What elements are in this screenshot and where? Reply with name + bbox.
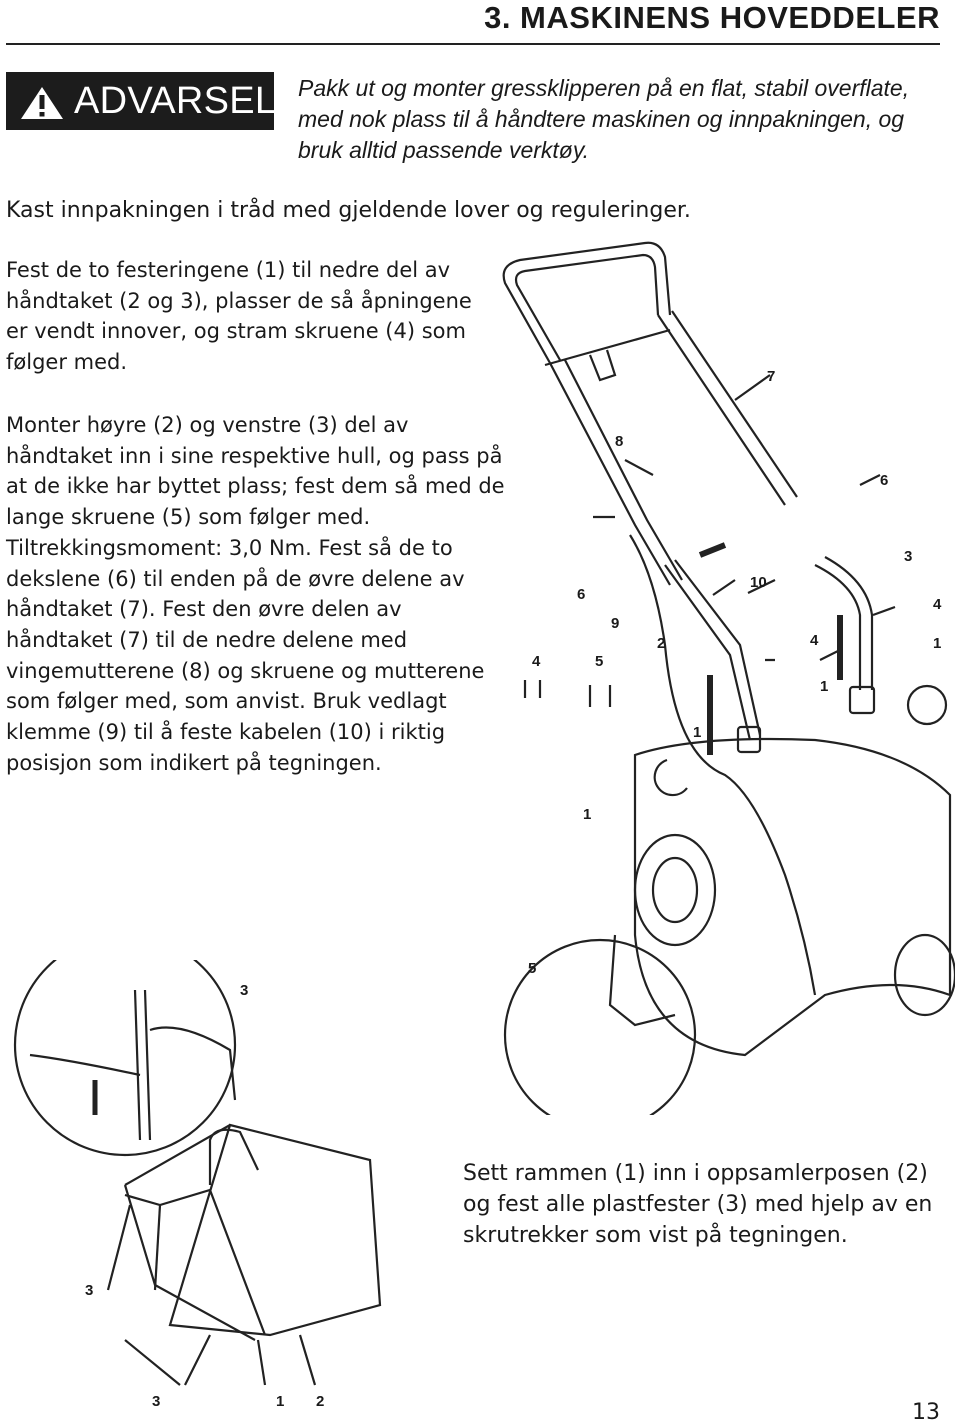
callout-4-right: 4 — [933, 596, 942, 613]
callout-5-magnifier: 5 — [528, 960, 536, 977]
bag-callout-3-left: 3 — [85, 1282, 93, 1299]
disposal-paragraph: Kast innpakningen i tråd med gjeldende l… — [6, 198, 691, 223]
warning-triangle-icon — [21, 87, 63, 119]
callout-3: 3 — [904, 548, 912, 565]
callout-5-left: 5 — [595, 653, 603, 670]
callout-1-lower: 1 — [693, 724, 701, 741]
rings-paragraph: Fest de to festeringene (1) til nedre de… — [6, 258, 472, 375]
warning-text: Pakk ut og monter gressklipperen på en f… — [298, 75, 910, 163]
header-rule — [6, 43, 940, 45]
callout-6-left: 6 — [577, 586, 585, 603]
grass-bag-illustration: 3 3 3 1 2 — [13, 960, 382, 1410]
callout-4-mid: 4 — [810, 632, 819, 649]
bag-callout-3-top: 3 — [240, 982, 248, 999]
callout-1-bottom: 1 — [583, 806, 591, 823]
callout-1-mid: 1 — [820, 678, 828, 695]
bag-callout-1: 1 — [276, 1393, 284, 1410]
callout-4-left: 4 — [532, 653, 541, 670]
callout-7: 7 — [767, 368, 775, 385]
warning-badge: ADVARSEL — [6, 72, 277, 130]
callout-8: 8 — [615, 433, 623, 450]
callout-2: 2 — [657, 635, 665, 652]
bag-callout-3-bottom: 3 — [152, 1393, 160, 1410]
callout-1-right: 1 — [933, 635, 941, 652]
mower-assembly-illustration: 7 8 6 3 10 6 4 9 2 4 1 4 5 1 1 1 5 — [502, 241, 955, 1115]
callout-10: 10 — [750, 574, 767, 591]
bag-paragraph: Sett rammen (1) inn i oppsamlerposen (2)… — [463, 1161, 933, 1248]
callout-9: 9 — [611, 615, 619, 632]
handle-paragraph: Monter høyre (2) og venstre (3) del av h… — [6, 413, 505, 775]
callout-6-right: 6 — [880, 472, 888, 489]
bag-callout-2: 2 — [316, 1393, 324, 1410]
page-number: 13 — [912, 1400, 940, 1425]
warning-label: ADVARSEL — [74, 80, 277, 122]
section-title: 3. MASKINENS HOVEDDELER — [484, 0, 940, 35]
